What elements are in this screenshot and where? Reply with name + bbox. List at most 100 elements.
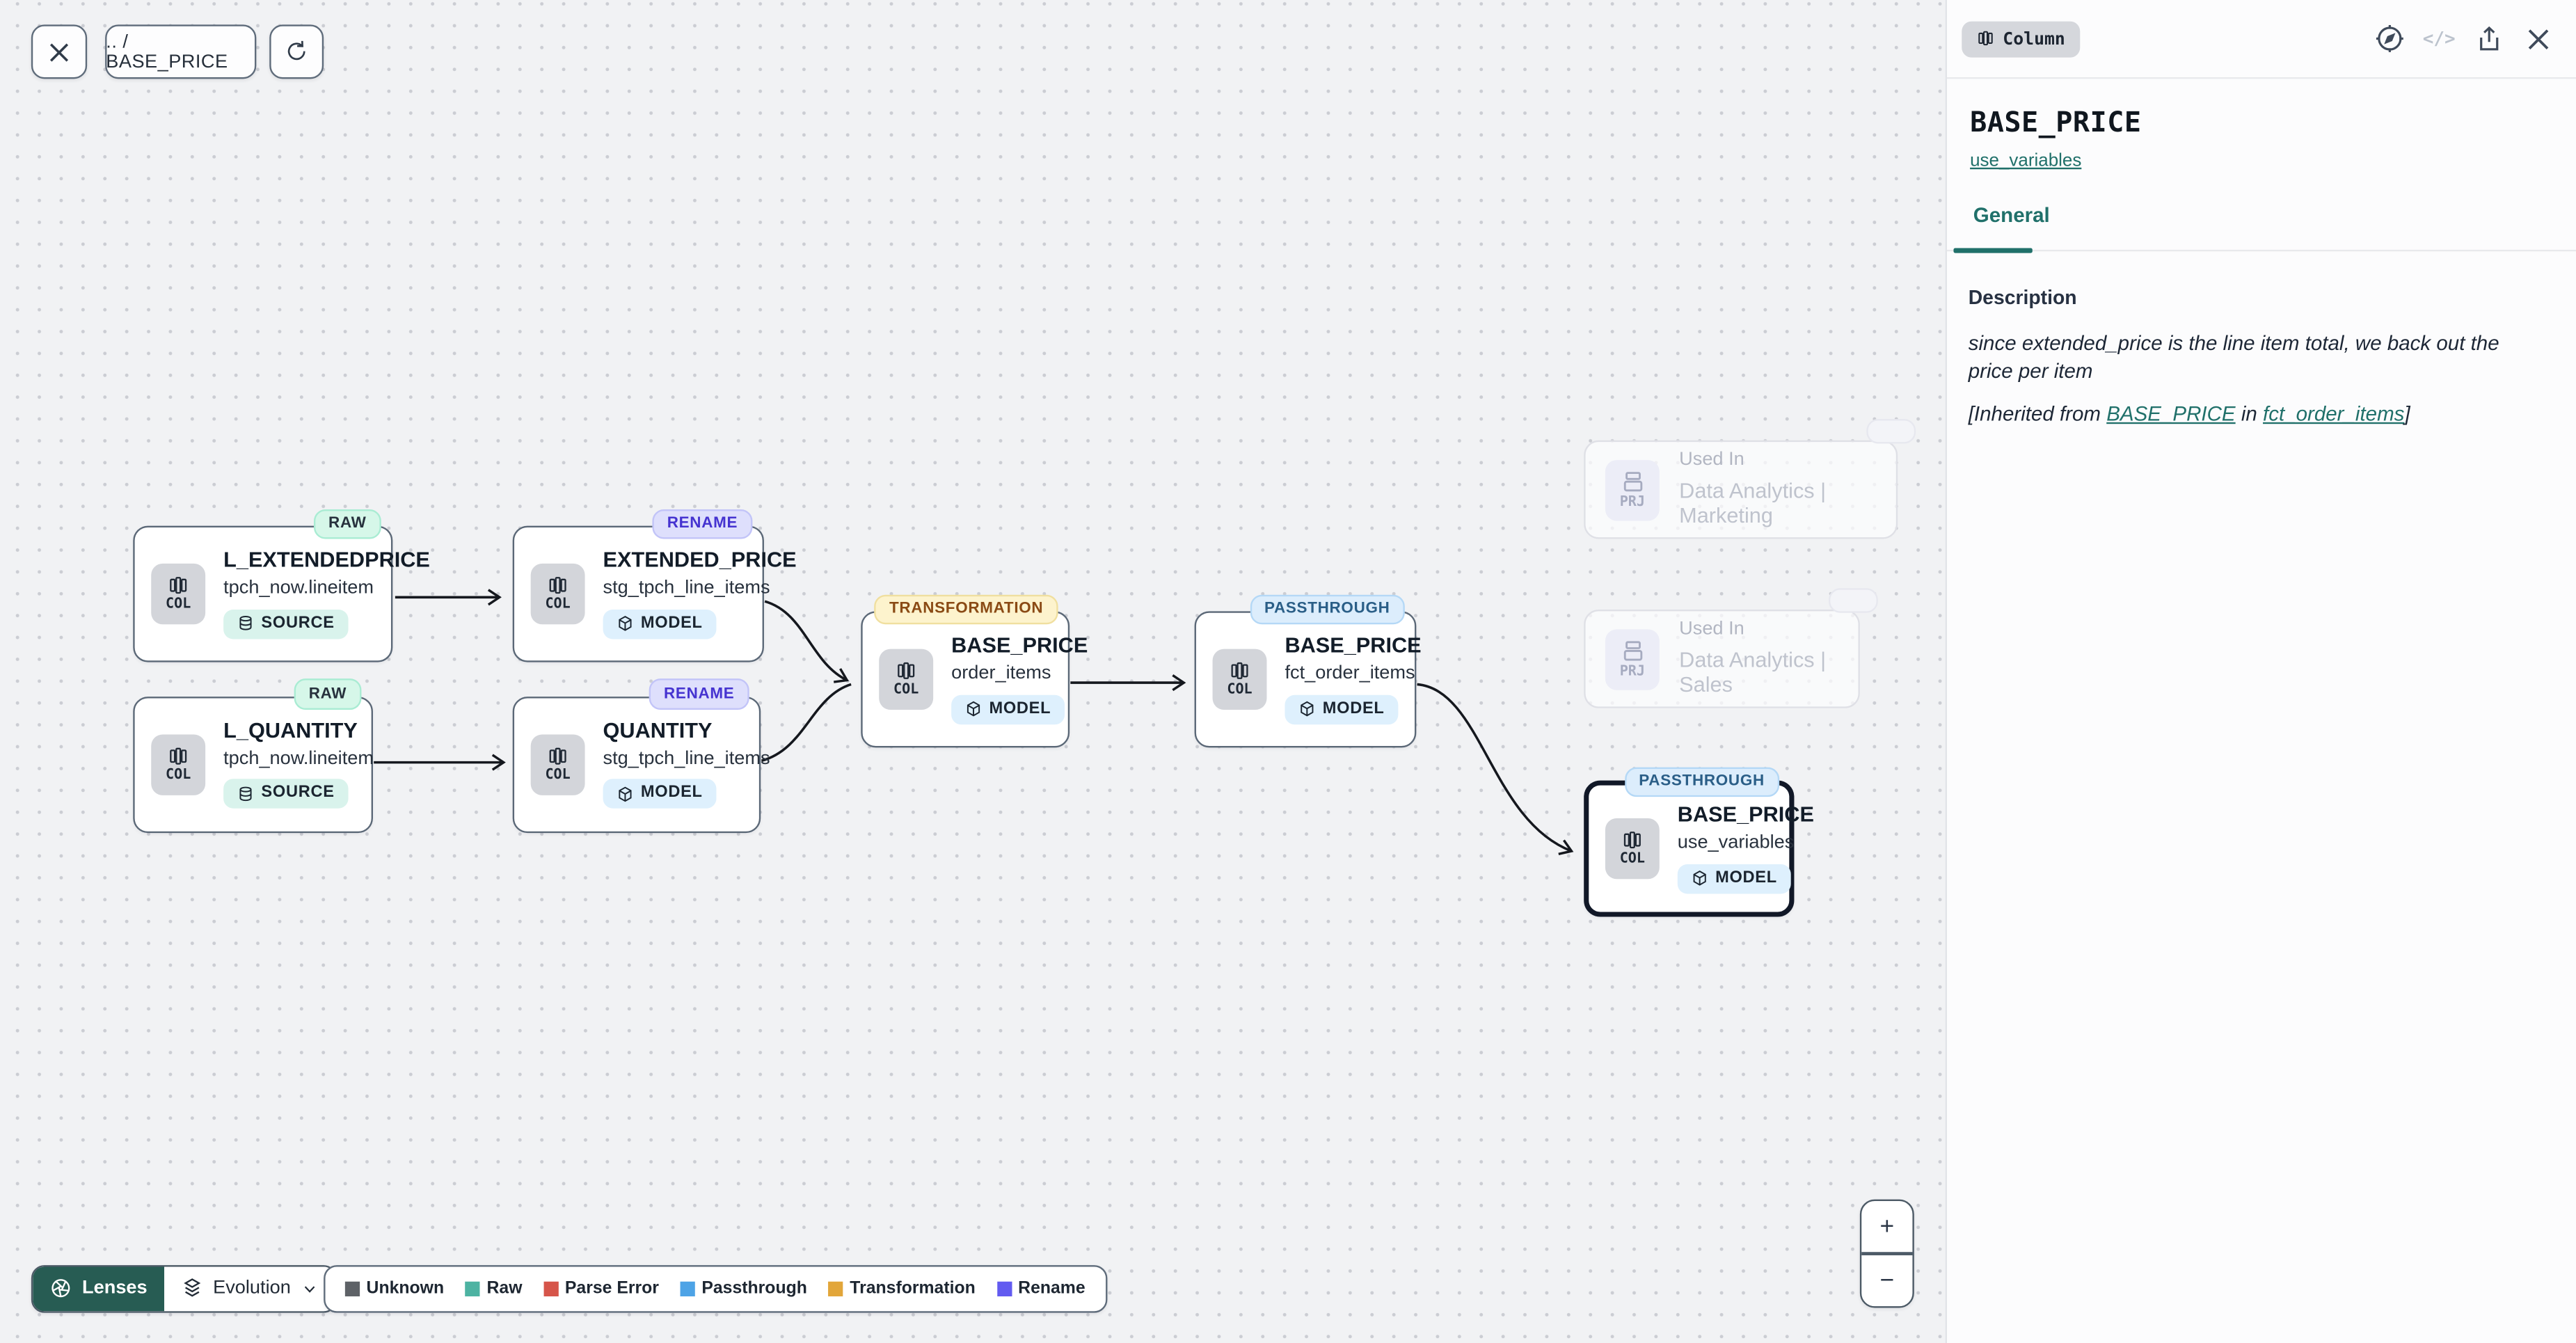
source-pill: SOURCE [223,779,348,809]
legend-item-raw: Raw [465,1278,522,1298]
node-subtitle: tpch_now.lineitem [223,749,374,769]
evolution-legend: Unknown Raw Parse Error Passthrough Tran… [324,1264,1107,1312]
zoom-divider [1861,1252,1913,1255]
chevron-down-icon [304,1285,315,1292]
zoom-out-button[interactable]: − [1879,1266,1895,1295]
node-base-price-use-variables[interactable]: PASSTHROUGH COL BASE_PRICE use_variables… [1584,766,1814,917]
column-icon-block: COL [530,733,585,795]
column-icon-block: COL [151,563,206,625]
refresh-icon [287,40,305,61]
inherited-note: [Inherited from BASE_PRICE in fct_order_… [1968,402,2410,425]
node-title: L_EXTENDEDPRICE [223,548,430,573]
column-icon-block: COL [879,649,934,710]
node-subtitle: fct_order_items [1285,664,1415,685]
columns-icon [549,747,566,765]
evolution-badge-rename: RENAME [649,678,749,709]
ghost-used-in-label: Used In [1679,450,1744,470]
panel-header: Column </> [1947,0,2576,79]
columns-icon [1978,31,1993,46]
description-text: since extended_price is the line item to… [1968,331,2499,383]
share-export-button[interactable] [2473,23,2504,54]
model-link[interactable]: use_variables [1970,151,2082,171]
ghost-project-name: Data Analytics | Sales [1679,646,1827,698]
details-panel: Column </> [1945,0,2576,1343]
panel-body: Description since extended_price is the … [1947,251,2576,425]
node-title: L_QUANTITY [223,717,358,743]
column-icon-block: COL [530,563,585,625]
node-l-quantity[interactable]: RAW COL L_QUANTITY tpch_now.lineitem SOU… [133,678,374,832]
lineage-canvas[interactable]: .. / BASE_PRICE PRJ Used In Data Analyti… [0,0,1946,1343]
source-database-icon [239,786,252,801]
evolution-badge-raw: RAW [294,678,362,709]
tab-general[interactable]: General [1973,203,2050,227]
legend-item-parse-error: Parse Error [543,1278,659,1298]
lenses-aperture-icon [51,1279,70,1298]
model-pill: MODEL [1677,863,1790,893]
node-subtitle: use_variables [1677,833,1795,854]
columns-icon [170,577,187,594]
columns-icon [170,747,187,765]
code-view-button[interactable]: </> [2422,28,2456,49]
legend-item-rename: Rename [996,1278,1086,1298]
evolution-badge-raw: RAW [313,508,381,539]
node-title: EXTENDED_PRICE [603,548,797,573]
evolution-layers-icon [183,1278,200,1297]
node-title: QUANTITY [603,717,713,743]
node-subtitle: tpch_now.lineitem [223,578,374,599]
project-drawers-icon: PRJ [1605,459,1660,520]
evolution-badge-transformation: TRANSFORMATION [874,594,1058,625]
zoom-control: + − [1859,1199,1914,1308]
evolution-badge-passthrough: PASSTHROUGH [1249,594,1405,625]
node-extended-price[interactable]: RENAME COL EXTENDED_PRICE stg_tpch_line_… [512,508,797,662]
node-title: BASE_PRICE [1677,802,1814,827]
evolution-badge-rename: RENAME [652,508,753,539]
active-tab-indicator [1953,247,2033,253]
node-base-price-fct-order-items[interactable]: PASSTHROUGH COL BASE_PRICE fct_order_ite… [1194,594,1422,748]
model-pill: MODEL [951,694,1065,724]
model-cube-icon [619,616,632,631]
node-subtitle: stg_tpch_line_items [603,749,770,769]
edge-fctorderitems-usevariables [1417,683,1574,855]
close-lineage-button[interactable] [31,24,88,79]
model-cube-icon [967,701,980,717]
ghost-node-marketing[interactable]: PRJ Used In Data Analytics | Marketing [1584,440,1898,539]
close-panel-button[interactable] [2522,23,2553,54]
model-cube-icon [1693,871,1706,886]
node-l-extendedprice[interactable]: RAW COL L_EXTENDEDPRICE tpch_now.lineite… [133,508,430,662]
type-badge: Column [1962,20,2081,57]
columns-icon [549,577,566,594]
zoom-in-button[interactable]: + [1879,1212,1895,1241]
node-subtitle: order_items [951,664,1051,685]
ghost-node-sales[interactable]: PRJ Used In Data Analytics | Sales [1584,610,1860,708]
node-title: BASE_PRICE [1285,633,1422,658]
description-label: Description [1968,285,2077,309]
node-quantity[interactable]: RENAME COL QUANTITY stg_tpch_line_items … [512,678,770,832]
model-cube-icon [619,786,632,802]
breadcrumb-button[interactable]: .. / BASE_PRICE [104,24,256,79]
project-drawers-icon: PRJ [1605,628,1660,690]
ghost-badge [1866,419,1916,444]
columns-icon [898,662,915,680]
ghost-project-name: Data Analytics | Marketing [1679,477,1827,528]
refresh-button[interactable] [269,24,324,79]
source-database-icon [239,616,252,630]
legend-item-unknown: Unknown [344,1278,444,1298]
model-pill: MODEL [1285,694,1398,724]
inherited-model-link[interactable]: fct_order_items [2263,402,2405,425]
columns-icon [1231,662,1248,680]
node-subtitle: stg_tpch_line_items [603,578,770,599]
columns-icon [1623,832,1641,849]
lenses-button[interactable]: Lenses [33,1266,164,1311]
lenses-control: Lenses Evolution [31,1264,337,1312]
model-pill: MODEL [603,779,716,809]
column-icon-block: COL [1212,649,1267,710]
ghost-badge [1829,587,1878,612]
compass-explore-button[interactable] [2374,23,2406,54]
edge-quantity-baseprice [761,683,852,762]
evolution-dropdown[interactable]: Evolution [164,1266,335,1311]
inherited-column-link[interactable]: BASE_PRICE [2106,402,2236,425]
close-icon [49,42,69,61]
legend-item-transformation: Transformation [828,1278,976,1298]
evolution-badge-passthrough: PASSTHROUGH [1624,766,1780,797]
node-base-price-order-items[interactable]: TRANSFORMATION COL BASE_PRICE order_item… [861,594,1088,748]
